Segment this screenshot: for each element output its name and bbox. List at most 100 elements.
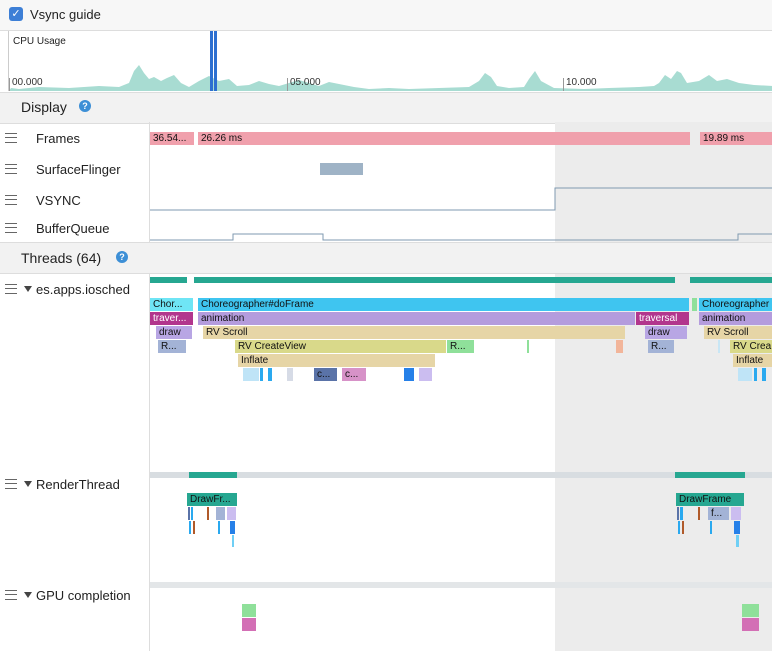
trace-slice[interactable] bbox=[754, 368, 757, 381]
trace-slice[interactable] bbox=[260, 368, 263, 381]
trace-slice[interactable]: Choreographer#doFrame bbox=[198, 298, 689, 311]
trace-slice[interactable] bbox=[527, 340, 529, 353]
trace-slice[interactable]: animation bbox=[699, 312, 772, 325]
collapse-triangle-icon[interactable] bbox=[24, 286, 32, 292]
trace-slice[interactable]: RV Scroll bbox=[203, 326, 625, 339]
trace-slice[interactable] bbox=[692, 298, 697, 311]
trace-slice[interactable]: R... bbox=[447, 340, 474, 353]
display-section-header[interactable] bbox=[0, 92, 772, 124]
trace-slice[interactable]: R... bbox=[158, 340, 186, 353]
trace-slice[interactable] bbox=[680, 507, 683, 520]
trace-slice[interactable]: traversal bbox=[636, 312, 689, 325]
trace-slice[interactable] bbox=[268, 368, 272, 381]
drag-handle-icon[interactable] bbox=[5, 284, 17, 294]
thread-state-bar[interactable] bbox=[150, 582, 772, 588]
trace-slice[interactable]: RV CreateView bbox=[235, 340, 446, 353]
trace-slice[interactable] bbox=[193, 521, 195, 534]
trace-slice[interactable]: Inflate bbox=[733, 354, 772, 367]
trace-slice[interactable] bbox=[616, 340, 623, 353]
thread-state-bar[interactable] bbox=[189, 472, 237, 478]
time-tick-5: 05.000 bbox=[290, 77, 321, 88]
track-divider bbox=[149, 122, 150, 651]
trace-slice[interactable]: animation bbox=[198, 312, 635, 325]
drag-handle-icon[interactable] bbox=[5, 590, 17, 600]
trace-slice[interactable] bbox=[191, 507, 193, 520]
trace-slice[interactable] bbox=[738, 368, 752, 381]
trace-slice[interactable] bbox=[218, 521, 220, 534]
drag-handle-icon[interactable] bbox=[5, 195, 17, 205]
cpu-selection-marker[interactable] bbox=[214, 31, 217, 91]
trace-slice[interactable] bbox=[698, 507, 700, 520]
trace-slice[interactable]: DrawFr... bbox=[187, 493, 237, 506]
trace-slice[interactable]: draw bbox=[156, 326, 192, 339]
surfaceflinger-label: SurfaceFlinger bbox=[36, 162, 121, 177]
gpu-slice[interactable] bbox=[242, 618, 256, 631]
trace-slice[interactable] bbox=[677, 507, 679, 520]
trace-slice[interactable]: draw bbox=[645, 326, 687, 339]
frame-slice[interactable]: 19.89 ms bbox=[700, 132, 772, 145]
drag-handle-icon[interactable] bbox=[5, 223, 17, 233]
gpu-slice[interactable] bbox=[242, 604, 256, 617]
trace-slice[interactable]: RV Crea bbox=[730, 340, 772, 353]
tick-mark bbox=[287, 78, 288, 91]
trace-slice[interactable] bbox=[188, 507, 190, 520]
trace-slice[interactable]: c... bbox=[314, 368, 337, 381]
trace-slice[interactable] bbox=[404, 368, 414, 381]
trace-slice[interactable] bbox=[207, 507, 209, 520]
trace-slice[interactable]: Choreographer bbox=[699, 298, 772, 311]
threads-section-header[interactable] bbox=[0, 242, 772, 274]
trace-slice[interactable] bbox=[682, 521, 684, 534]
trace-slice[interactable] bbox=[762, 368, 766, 381]
trace-slice[interactable] bbox=[731, 507, 741, 520]
drag-handle-icon[interactable] bbox=[5, 479, 17, 489]
bufferqueue-signal bbox=[150, 233, 772, 241]
frame-slice[interactable]: 26.26 ms bbox=[198, 132, 690, 145]
gpu-slice[interactable] bbox=[742, 618, 759, 631]
trace-slice[interactable] bbox=[230, 521, 235, 534]
trace-slice[interactable] bbox=[678, 521, 680, 534]
trace-slice[interactable] bbox=[718, 340, 720, 353]
thread-state-bar[interactable] bbox=[675, 472, 745, 478]
trace-slice[interactable]: c... bbox=[342, 368, 366, 381]
gpu-slice[interactable] bbox=[742, 604, 759, 617]
trace-slice[interactable]: traver... bbox=[150, 312, 193, 325]
thread-state-bar[interactable] bbox=[690, 277, 772, 283]
trace-slice[interactable] bbox=[232, 535, 234, 547]
trace-slice[interactable] bbox=[419, 368, 432, 381]
vsync-guide-checkbox[interactable]: ✓ bbox=[9, 7, 23, 21]
trace-slice[interactable]: f... bbox=[708, 507, 729, 520]
trace-slice[interactable]: Chor... bbox=[150, 298, 193, 311]
trace-slice[interactable]: R... bbox=[648, 340, 674, 353]
time-tick-0: 00.000 bbox=[12, 77, 43, 88]
trace-slice[interactable] bbox=[189, 521, 191, 534]
thread-state-bar[interactable] bbox=[150, 277, 187, 283]
trace-slice[interactable] bbox=[734, 521, 740, 534]
frame-slice[interactable]: 36.54... bbox=[150, 132, 194, 145]
cpu-usage-graph bbox=[9, 65, 772, 91]
trace-slice[interactable]: Inflate bbox=[238, 354, 435, 367]
trace-slice[interactable]: RV Scroll bbox=[704, 326, 772, 339]
cpu-usage-track[interactable] bbox=[8, 31, 772, 91]
trace-slice[interactable] bbox=[710, 521, 712, 534]
collapse-triangle-icon[interactable] bbox=[24, 481, 32, 487]
trace-slice[interactable] bbox=[227, 507, 236, 520]
trace-slice[interactable] bbox=[287, 368, 293, 381]
collapse-triangle-icon[interactable] bbox=[24, 592, 32, 598]
thread-state-bar[interactable] bbox=[150, 472, 772, 478]
trace-slice[interactable] bbox=[216, 507, 225, 520]
thread-state-bar[interactable] bbox=[194, 277, 675, 283]
trace-slice[interactable] bbox=[736, 535, 739, 547]
drag-handle-icon[interactable] bbox=[5, 164, 17, 174]
drag-handle-icon[interactable] bbox=[5, 133, 17, 143]
help-icon[interactable]: ? bbox=[116, 251, 128, 263]
threads-title: Threads (64) bbox=[21, 250, 102, 266]
help-icon[interactable]: ? bbox=[79, 100, 91, 112]
trace-slice[interactable] bbox=[243, 368, 259, 381]
surfaceflinger-slice[interactable] bbox=[320, 163, 363, 175]
iosched-thread-label: es.apps.iosched bbox=[36, 282, 130, 297]
cpu-selection-marker[interactable] bbox=[210, 31, 213, 91]
toolbar bbox=[0, 0, 772, 31]
renderthread-label: RenderThread bbox=[36, 477, 120, 492]
vsync-label: VSYNC bbox=[36, 193, 81, 208]
trace-slice[interactable]: DrawFrame bbox=[676, 493, 744, 506]
